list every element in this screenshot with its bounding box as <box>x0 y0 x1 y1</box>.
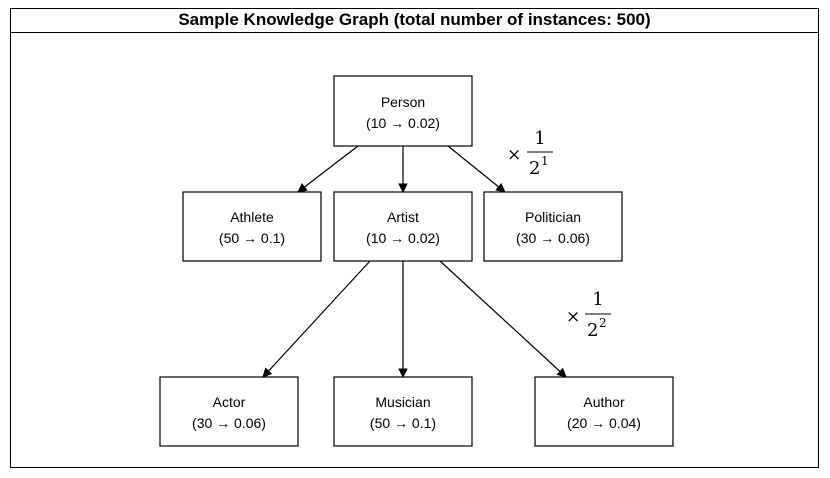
scale-factor-level1: × 1 2 1 <box>507 128 553 179</box>
edge-artist-actor <box>262 260 371 378</box>
edge-person-politician <box>447 145 506 193</box>
node-politician-counts: (30 → 0.06) <box>516 230 590 246</box>
title-bar: Sample Knowledge Graph (total number of … <box>11 9 818 33</box>
node-artist-name: Artist <box>387 209 419 225</box>
edge-person-athlete <box>297 145 359 193</box>
node-musician: Musician (50 → 0.1) <box>333 376 473 447</box>
node-politician-name: Politician <box>525 209 581 225</box>
node-athlete-name: Athlete <box>230 209 274 225</box>
node-actor-counts: (30 → 0.06) <box>192 415 266 431</box>
factor-level1-numerator: 1 <box>534 128 545 149</box>
node-author-counts: (20 → 0.04) <box>567 415 641 431</box>
node-athlete: Athlete (50 → 0.1) <box>182 191 322 262</box>
factor-level2-times: × <box>566 307 580 327</box>
node-politician: Politician (30 → 0.06) <box>483 191 623 262</box>
factor-level1-base: 2 <box>529 158 540 179</box>
node-musician-name: Musician <box>375 394 430 410</box>
factor-level1-times: × <box>507 145 521 165</box>
node-artist: Artist (10 → 0.02) <box>333 191 473 262</box>
node-actor-name: Actor <box>213 394 246 410</box>
node-person-counts: (10 → 0.02) <box>366 115 440 131</box>
node-person: Person (10 → 0.02) <box>333 75 473 147</box>
node-author-name: Author <box>583 394 625 410</box>
factor-level2-exponent: 2 <box>599 316 607 330</box>
node-musician-counts: (50 → 0.1) <box>370 415 436 431</box>
factor-level2-base: 2 <box>587 320 598 341</box>
diagram-frame: Sample Knowledge Graph (total number of … <box>10 8 819 468</box>
factor-level1-exponent: 1 <box>541 154 549 168</box>
scale-factor-level2: × 1 2 2 <box>566 289 611 341</box>
node-actor: Actor (30 → 0.06) <box>159 376 299 447</box>
factor-level2-numerator: 1 <box>592 289 603 310</box>
node-artist-counts: (10 → 0.02) <box>366 230 440 246</box>
node-author: Author (20 → 0.04) <box>534 376 674 447</box>
edge-artist-author <box>439 260 567 378</box>
diagram-title: Sample Knowledge Graph (total number of … <box>178 10 651 29</box>
node-person-name: Person <box>381 94 425 110</box>
node-athlete-counts: (50 → 0.1) <box>219 230 285 246</box>
